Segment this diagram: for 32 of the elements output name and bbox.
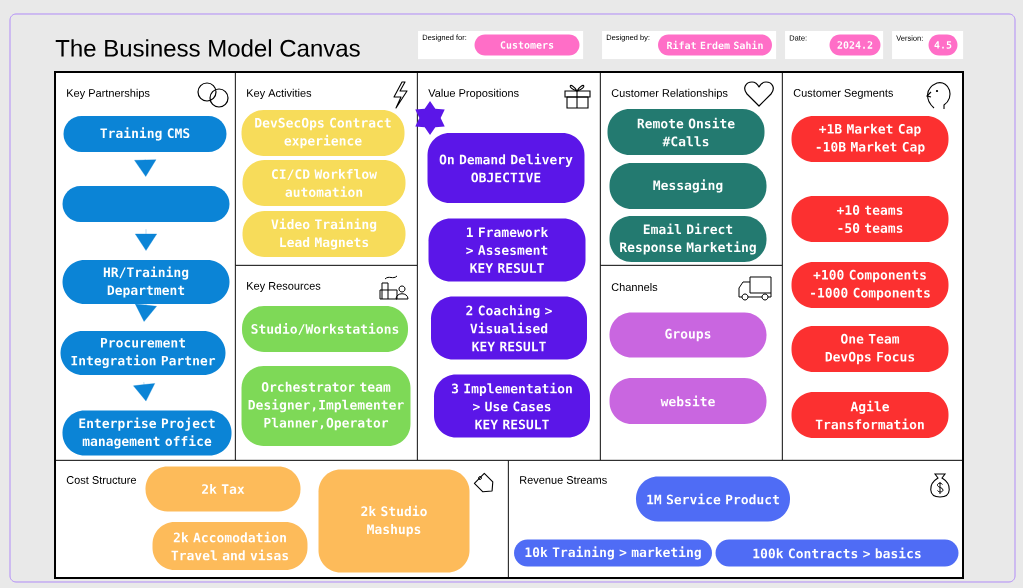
note-pill: 4.5 [928,34,958,56]
arrow [134,159,157,177]
title: The Business Model Canvas [55,39,360,57]
note-pill: Studio/Workstations [242,306,408,352]
note-pill: 2k Tax [145,466,301,512]
note-pill: On Demand Delivery OBJECTIVE [427,133,585,203]
note-pill: 2k Accomodation Travel and visas [152,522,308,570]
note-pill: 3 Implementation > Use Cases KEY RESULT [434,374,590,438]
note-pill: +100 Components -1000 Components [791,262,949,308]
note-pill: Agile Transformation [791,392,949,438]
note-pill: 100k Contracts > basics [715,539,959,567]
note-pill: 10k Training > marketing [514,539,712,567]
note-pill: Video Training Lead Magnets [242,211,406,257]
note-pill: 1M Service Product [636,476,790,522]
note-pill: Messaging [609,163,767,209]
note-pill: CI/CD Workflow automation [242,160,406,206]
note-pill: One Team DevOps Focus [791,326,949,372]
note-pill: Customers [474,34,580,56]
note-pill: 2k Studio Mashups [318,469,470,573]
arrow [135,303,157,322]
note-pill: Procurement Integration Partner [60,331,226,375]
arrow [133,382,155,402]
note-pill: Enterprise Project management office [62,410,232,456]
note-pill: Groups [609,312,767,358]
arrow [135,229,157,251]
note-pill: 1 Framework > Assesment KEY RESULT [428,218,586,282]
note-pill [62,186,230,222]
note-pill: Orchestrator team Designer,Implementer Planner,Operator [241,366,411,446]
note-pill: +1B Market Cap -10B Market Cap [791,116,949,162]
note-pill: Training CMS [63,116,227,152]
note-pill: 2 Coaching > Visualised KEY RESULT [431,296,587,360]
note-pill: Rifat Erdem Sahin [658,34,772,56]
